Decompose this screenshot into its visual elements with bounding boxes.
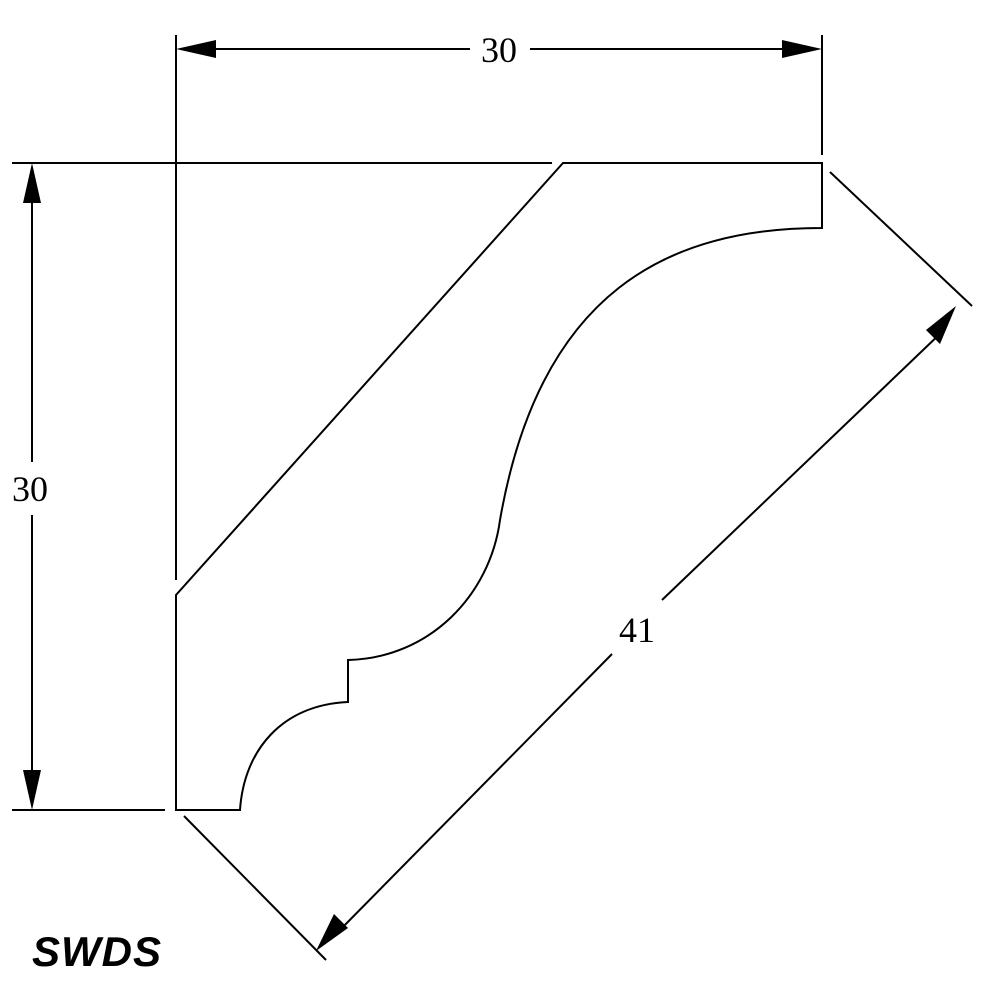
moulding-profile-outline <box>175 162 823 811</box>
arrowhead-left-bottom <box>23 770 41 810</box>
arrowhead-diagonal-bottom <box>316 914 348 951</box>
dimension-line-diagonal-upper <box>661 329 945 601</box>
dimension-label-top-width: 30 <box>481 30 517 70</box>
arrowhead-diagonal-top <box>926 306 956 344</box>
dimension-left-height: 30 <box>12 163 48 810</box>
dimension-line-diagonal-lower <box>334 653 613 936</box>
dimension-label-diagonal-length: 41 <box>619 610 655 650</box>
swds-logo-text: SWDS <box>32 928 162 975</box>
dimension-label-left-height: 30 <box>12 469 48 509</box>
dimension-diagonal-length: 41 <box>316 306 956 951</box>
extension-line-upper-diagonal <box>829 171 973 307</box>
extension-lines <box>12 35 973 961</box>
dimension-top-width: 30 <box>176 30 822 70</box>
arrowhead-top-left <box>176 40 216 58</box>
extension-line-lower-diagonal <box>183 815 327 961</box>
arrowhead-left-top <box>23 163 41 203</box>
arrowhead-top-right <box>782 40 822 58</box>
